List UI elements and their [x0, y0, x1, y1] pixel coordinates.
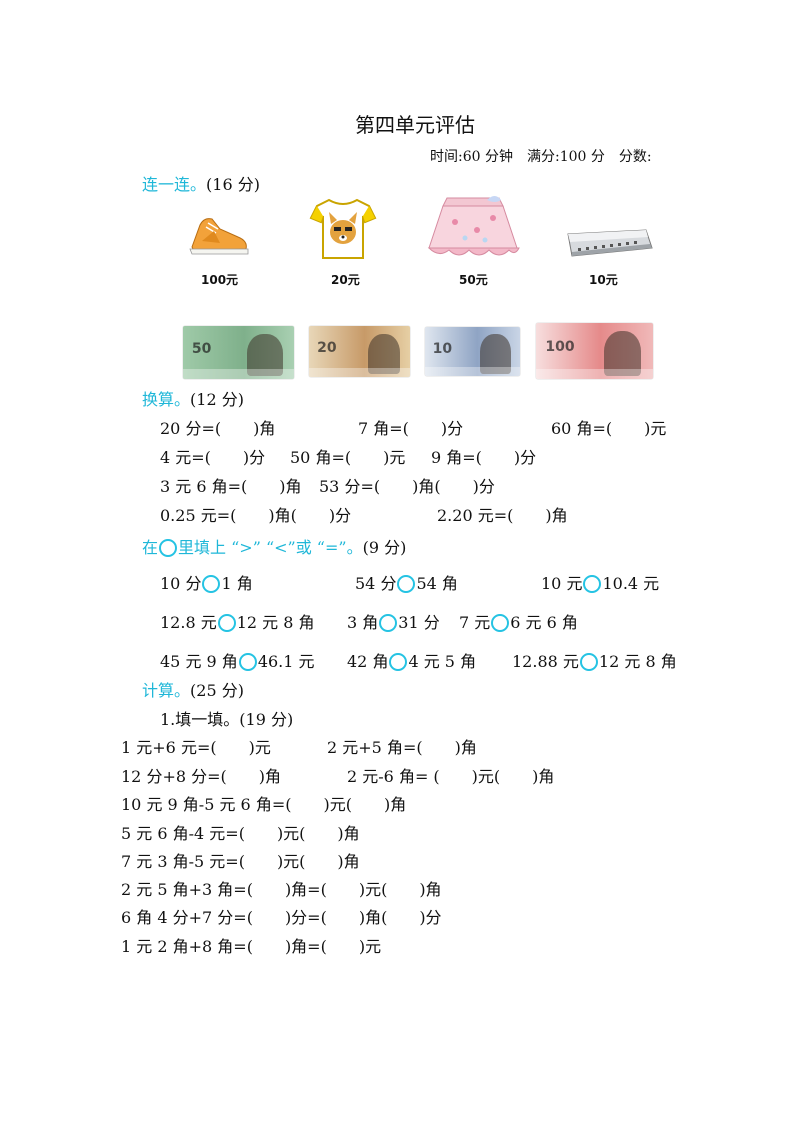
- compare-item: 12.8 元 12 元 8 角: [160, 609, 315, 633]
- compare-left: 12.8 元: [160, 613, 217, 632]
- compare-left: 10 分: [160, 574, 202, 593]
- compare-right: 46.1 元: [257, 652, 315, 671]
- banknote-value: 50: [191, 340, 212, 357]
- exercise-item: 4 元=( )分: [160, 448, 266, 467]
- compare-left: 12.88 元: [512, 652, 579, 671]
- section-heading-3: 在里填上 “>” “<”或 “=”。(9 分): [142, 534, 406, 558]
- tshirt-icon: [309, 196, 377, 260]
- banknote-10-icon: 10: [425, 327, 520, 376]
- banknote-100-icon: 100: [536, 323, 653, 379]
- banknote-value: 10: [432, 340, 453, 357]
- exercise-item: 1 元+6 元=( )元: [121, 738, 271, 757]
- exercise-item: 1 元 2 角+8 角=( )角=( )元: [121, 937, 382, 956]
- exercise-item: 2.20 元=( )角: [437, 506, 568, 525]
- exercise-item: 0.25 元=( )角( )分: [160, 506, 352, 525]
- answer-circle[interactable]: [389, 653, 408, 671]
- exercise-item: 2 元 5 角+3 角=( )角=( )元( )角: [121, 880, 442, 899]
- exercise-item: 50 角=( )元: [290, 448, 406, 467]
- compare-item: 10 元 10.4 元: [541, 570, 659, 594]
- shoes-icon: [186, 207, 252, 259]
- section-title: 计算。: [142, 681, 191, 700]
- exercise-item: 6 角 4 分+7 分=( )分=( )角( )分: [121, 908, 442, 927]
- compare-item: 42 角 4 元 5 角: [347, 648, 476, 672]
- subsection-title: 1.填一填。(19 分): [160, 710, 294, 729]
- price-label: 20元: [331, 273, 360, 287]
- compare-item: 54 分 54 角: [355, 570, 458, 594]
- price-label: 100元: [201, 273, 239, 287]
- compare-item: 45 元 9 角 46.1 元: [160, 648, 315, 672]
- section-heading-1: 连一连。(16 分): [142, 171, 260, 195]
- section-points: (25 分): [190, 681, 244, 700]
- answer-circle[interactable]: [579, 653, 598, 671]
- harmonica-icon: [562, 228, 654, 262]
- compare-right: 4 元 5 角: [408, 652, 477, 671]
- exercise-item: 20 分=( )角: [160, 419, 276, 438]
- price-label: 50元: [459, 273, 488, 287]
- exercise-item: 60 角=( )元: [551, 419, 667, 438]
- section-heading-2: 换算。(12 分): [142, 386, 244, 410]
- compare-left: 45 元 9 角: [160, 652, 238, 671]
- compare-left: 7 元: [459, 613, 491, 632]
- exam-meta: 时间:60 分钟 满分:100 分 分数:: [430, 149, 652, 165]
- compare-item: 10 分 1 角: [160, 570, 253, 594]
- portrait-icon: [367, 333, 400, 375]
- exercise-item: 53 分=( )角( )分: [319, 477, 495, 496]
- banknote-value: 20: [317, 340, 337, 357]
- compare-item: 7 元 6 元 6 角: [459, 609, 578, 633]
- answer-circle[interactable]: [583, 575, 602, 593]
- answer-circle[interactable]: [491, 614, 510, 632]
- compare-left: 42 角: [347, 652, 389, 671]
- banknote-20-icon: 20: [309, 326, 410, 377]
- section-points: (9 分): [362, 538, 407, 557]
- page-title: 第四单元评估: [355, 113, 475, 137]
- answer-circle[interactable]: [379, 614, 398, 632]
- compare-left: 10 元: [541, 574, 583, 593]
- circle-icon: [159, 539, 178, 557]
- exercise-item: 9 角=( )分: [431, 448, 537, 467]
- section-points: (16 分): [206, 175, 260, 194]
- section-title: 连一连。: [142, 175, 207, 194]
- banknote-50-icon: 50: [183, 326, 294, 379]
- compare-right: 1 角: [221, 574, 253, 593]
- section-heading-4: 计算。(25 分): [142, 677, 244, 701]
- section-title: 换算。: [142, 390, 191, 409]
- compare-left: 3 角: [347, 613, 379, 632]
- exercise-item: 2 元-6 角= ( )元( )角: [347, 767, 555, 786]
- answer-circle[interactable]: [238, 653, 257, 671]
- price-label: 10元: [589, 273, 618, 287]
- compare-item: 12.88 元 12 元 8 角: [512, 648, 677, 672]
- portrait-icon: [480, 334, 511, 374]
- exercise-item: 5 元 6 角-4 元=( )元( )角: [121, 824, 360, 843]
- compare-right: 10.4 元: [602, 574, 660, 593]
- compare-right: 12 元 8 角: [598, 652, 677, 671]
- exercise-item: 10 元 9 角-5 元 6 角=( )元( )角: [121, 795, 407, 814]
- exercise-item: 7 元 3 角-5 元=( )元( )角: [121, 852, 360, 871]
- compare-right: 12 元 8 角: [236, 613, 315, 632]
- banknote-value: 100: [545, 338, 575, 355]
- exercise-item: 12 分+8 分=( )角: [121, 767, 282, 786]
- exercise-item: 2 元+5 角=( )角: [327, 738, 477, 757]
- section-title: 在: [142, 538, 159, 557]
- section-instruction: 里填上 “>” “<”或 “=”。: [178, 538, 363, 557]
- answer-circle[interactable]: [217, 614, 236, 632]
- compare-right: 6 元 6 角: [510, 613, 578, 632]
- skirt-icon: [425, 192, 521, 262]
- compare-right: 54 角: [416, 574, 458, 593]
- compare-right: 31 分: [398, 613, 440, 632]
- exercise-item: 3 元 6 角=( )角: [160, 477, 302, 496]
- answer-circle[interactable]: [397, 575, 416, 593]
- portrait-icon: [603, 331, 642, 377]
- compare-item: 3 角 31 分: [347, 609, 440, 633]
- exercise-item: 7 角=( )分: [358, 419, 464, 438]
- portrait-icon: [247, 333, 283, 377]
- section-points: (12 分): [190, 390, 244, 409]
- compare-left: 54 分: [355, 574, 397, 593]
- answer-circle[interactable]: [202, 575, 221, 593]
